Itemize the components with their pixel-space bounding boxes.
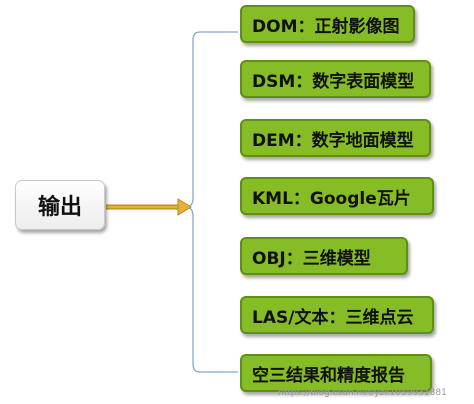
output-item-dom: DOM：正射影像图 xyxy=(240,5,415,43)
output-item-label: DEM：数字地面模型 xyxy=(252,130,414,151)
output-item-label: OBJ：三维模型 xyxy=(252,248,371,269)
output-item-obj: OBJ：三维模型 xyxy=(240,237,408,275)
output-item-label: KML：Google瓦片 xyxy=(252,188,411,209)
output-item-label: DOM：正射影像图 xyxy=(252,16,400,37)
bracket-line xyxy=(186,31,238,373)
output-item-las: LAS/文本：三维点云 xyxy=(240,296,434,334)
output-source-label: 输出 xyxy=(37,195,82,220)
output-item-label: DSM：数字表面模型 xyxy=(252,71,415,92)
output-item-dem: DEM：数字地面模型 xyxy=(240,119,431,157)
output-item-aerotriangulation: 空三结果和精度报告 xyxy=(240,354,432,392)
arrow xyxy=(106,198,192,216)
output-source-box: 输出 xyxy=(15,180,105,230)
output-item-kml: KML：Google瓦片 xyxy=(240,177,434,215)
output-item-dsm: DSM：数字表面模型 xyxy=(240,60,431,98)
output-item-label: 空三结果和精度报告 xyxy=(252,365,405,386)
output-item-label: LAS/文本：三维点云 xyxy=(252,307,414,328)
watermark-text: https://blog.csdn.net/yzk1059931881 xyxy=(278,388,447,398)
